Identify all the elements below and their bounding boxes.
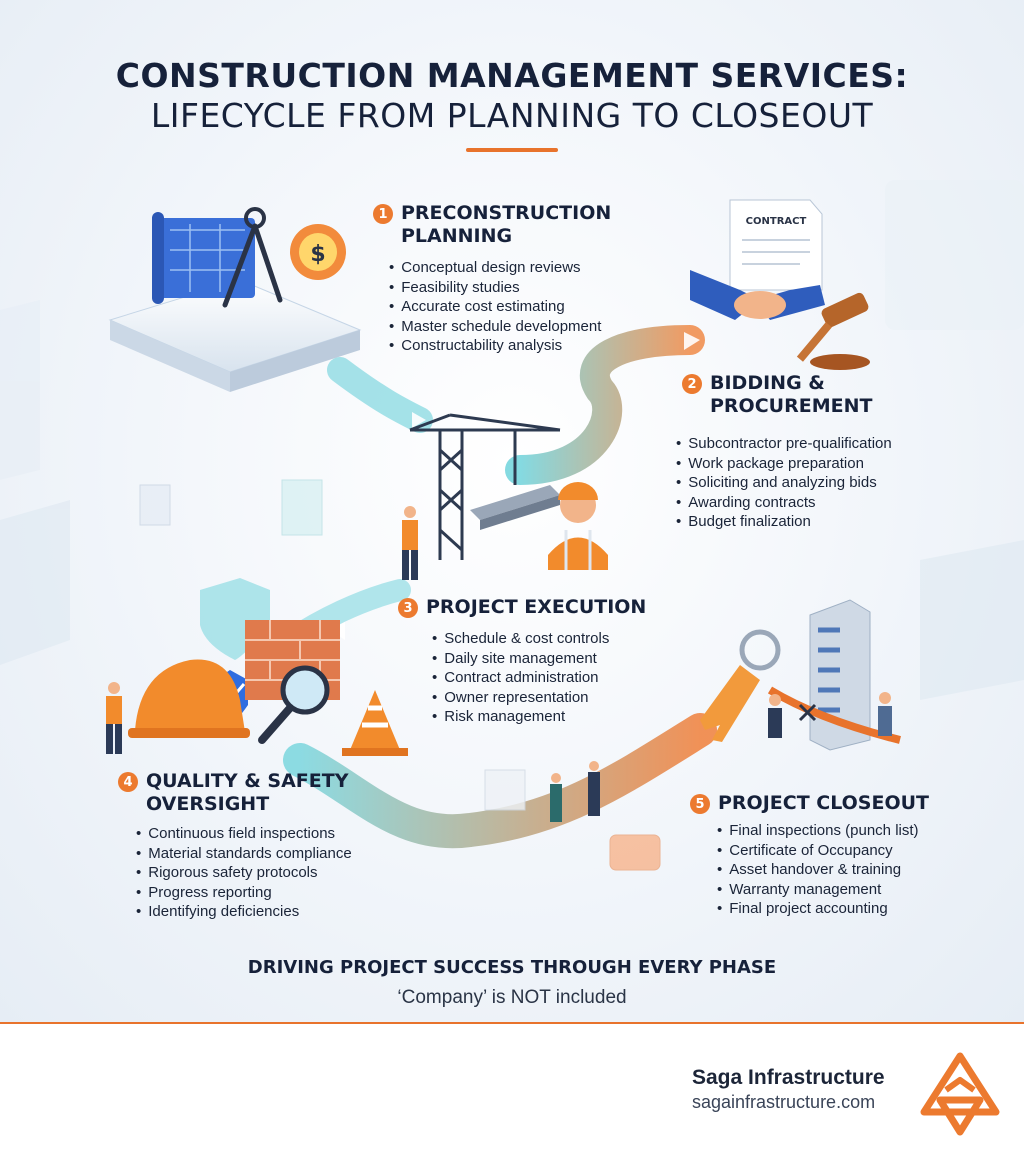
phase-items: Final inspections (punch list) Certifica… [717,821,929,919]
phase-item: Accurate cost estimating [389,297,631,317]
phase-number-badge: 4 [118,772,138,792]
svg-text:CONTRACT: CONTRACT [746,216,807,227]
lifecycle-illustration: $ CONTRACT [0,180,1024,871]
gavel-icon [796,292,870,370]
phase-items: Schedule & cost controls Daily site mana… [432,629,646,727]
phase-item: Owner representation [432,688,646,708]
phase-item: Awarding contracts [676,493,900,513]
footer [0,1024,1024,1154]
phase-item: Final project accounting [717,899,929,919]
phase-item: Final inspections (punch list) [717,821,929,841]
phase-item: Rigorous safety protocols [136,863,366,883]
blueprint-platform [108,279,362,392]
phase-item: Constructability analysis [389,336,631,356]
phase-number-badge: 1 [373,204,393,224]
phase-items: Continuous field inspections Material st… [136,824,366,922]
phase-title: PRECONSTRUCTION PLANNING [401,202,612,247]
brand-name: Saga Infrastructure [692,1066,885,1089]
traffic-cone-icon [342,690,408,756]
phase-item: Continuous field inspections [136,824,366,844]
inspector-figure [106,682,122,754]
lifecycle-path [279,325,717,849]
steel-beam-icon [470,485,560,530]
phase-title: PROJECT CLOSEOUT [718,792,930,814]
page-title-line1: CONSTRUCTION MANAGEMENT SERVICES: [115,56,909,95]
phase-item: Work package preparation [676,454,900,474]
compass-icon [222,207,283,308]
phase-items: Subcontractor pre-qualification Work pac… [676,434,900,532]
phase-item: Contract administration [432,668,646,688]
phase-item: Progress reporting [136,883,366,903]
tagline: DRIVING PROJECT SUCCESS THROUGH EVERY PH… [247,957,777,978]
phase-item: Conceptual design reviews [389,258,631,278]
phase-title: QUALITY & SAFETY OVERSIGHT [146,770,349,815]
phase-item: Soliciting and analyzing bids [676,473,900,493]
phase-item: Warranty management [717,880,929,900]
hard-hat-icon [128,659,250,738]
phase-item: Budget finalization [676,512,900,532]
phase-item: Certificate of Occupancy [717,841,929,861]
phase-item: Identifying deficiencies [136,902,366,922]
disclaimer-note: ‘Company’ is NOT included [397,987,627,1008]
worker-icon [402,482,608,580]
phase-item: Risk management [432,707,646,727]
phase-title: BIDDING & PROCUREMENT [710,372,873,417]
side-panels [0,180,1024,700]
tower-crane-icon [409,413,561,560]
phase-number-badge: 5 [690,794,710,814]
phase-item: Material standards compliance [136,844,366,864]
phase-title: PROJECT EXECUTION [426,596,647,618]
brand-logo-icon [920,1052,1000,1136]
phase-bidding: 2 BIDDING & PROCUREMENT Subcontractor pr… [682,372,900,532]
blueprint-icon [152,212,255,304]
phase-item: Subcontractor pre-qualification [676,434,900,454]
svg-text:$: $ [310,242,325,267]
handshake-icon [690,270,825,320]
phase-number-badge: 2 [682,374,702,394]
phase-items: Conceptual design reviews Feasibility st… [389,258,631,356]
brand-url[interactable]: sagainfrastructure.com [692,1092,876,1112]
footer-divider [0,1022,1024,1025]
phase-item: Asset handover & training [717,860,929,880]
key-icon [700,629,781,742]
phase-preconstruction: 1 PRECONSTRUCTION PLANNING Conceptual de… [373,202,631,356]
contract-document-icon: CONTRACT [729,199,823,291]
meeting-workers [550,761,600,822]
phase-item: Schedule & cost controls [432,629,646,649]
phase-execution: 3 PROJECT EXECUTION Schedule & cost cont… [398,596,646,727]
title-divider [466,148,558,152]
floating-cubes [139,479,661,871]
phase-quality-safety: 4 QUALITY & SAFETY OVERSIGHT Continuous … [118,770,366,922]
magnifier-icon [258,665,330,744]
phase-number-badge: 3 [398,598,418,618]
phase-closeout: 5 PROJECT CLOSEOUT Final inspections (pu… [690,792,929,919]
phase-item: Master schedule development [389,317,631,337]
phase-item: Feasibility studies [389,278,631,298]
gear-dollar-icon: $ [290,224,346,280]
ribbon-cutting-icon [767,686,901,744]
phase-item: Daily site management [432,649,646,669]
page-title-line2: LIFECYCLE FROM PLANNING TO CLOSEOUT [150,96,874,135]
